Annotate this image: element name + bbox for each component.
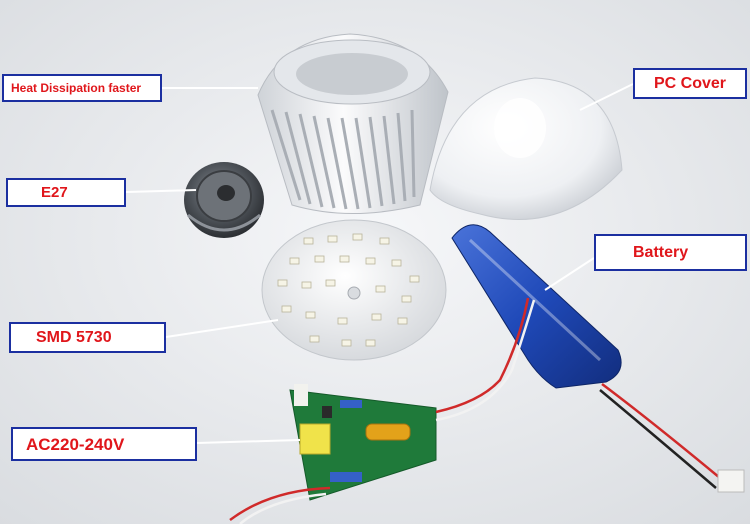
battery-label: Battery [594, 234, 747, 271]
heat-sink [257, 33, 449, 214]
battery [451, 224, 622, 389]
e27-base [184, 162, 264, 238]
connector [717, 469, 745, 493]
wires [229, 297, 721, 524]
smd-label: SMD 5730 [9, 322, 166, 353]
e27-label: E27 [6, 178, 126, 207]
ac-voltage-label: AC220-240V [11, 427, 197, 461]
heat-dissipation-label: Heat Dissipation faster [2, 74, 162, 102]
led-board [261, 219, 447, 361]
pointer-lines [125, 83, 634, 444]
driver-board [289, 384, 437, 501]
pc-cover [429, 77, 623, 220]
pc-cover-label: PC Cover [633, 68, 747, 99]
